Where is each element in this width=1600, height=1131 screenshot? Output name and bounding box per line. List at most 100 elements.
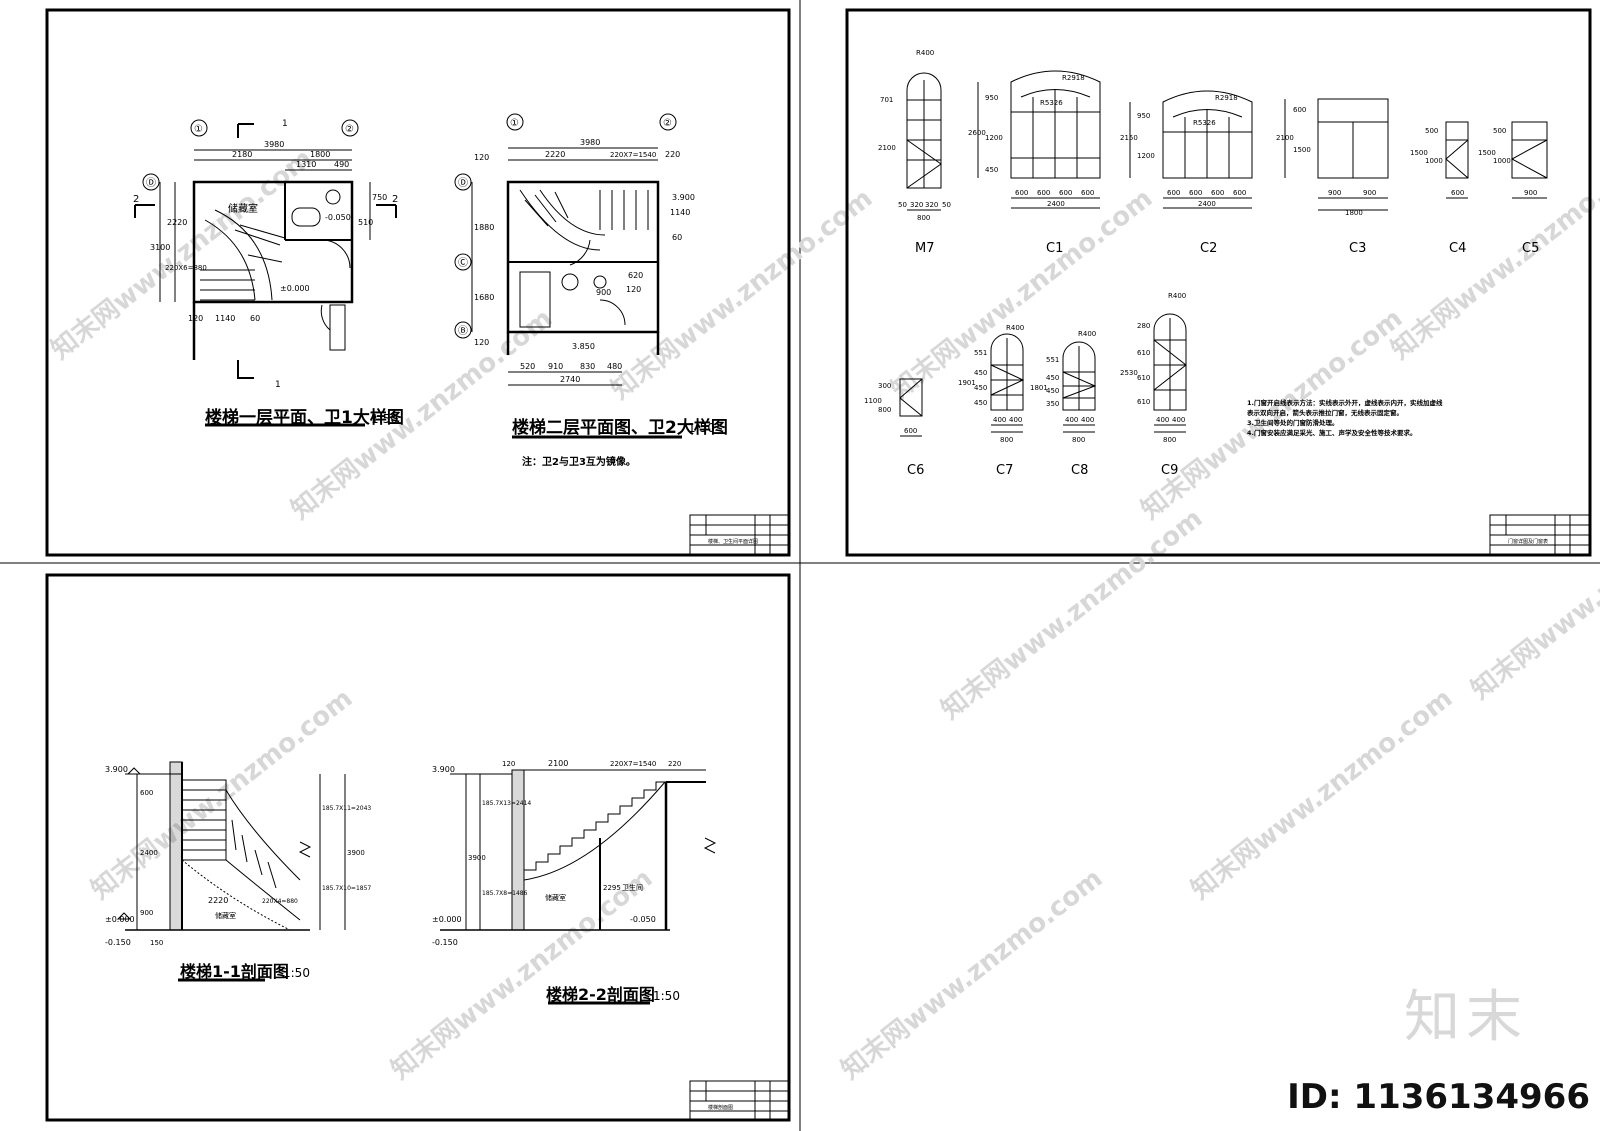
- c1-dim-600b: 600: [1037, 189, 1050, 197]
- section-2-dim-220: 220: [668, 760, 681, 768]
- c2-dim-600a: 600: [1167, 189, 1180, 197]
- section-2-dim-2295: 2295: [603, 884, 621, 892]
- m7-label: M7: [915, 241, 935, 256]
- m7-dim-2100: 2100: [878, 144, 896, 152]
- plan-1-section-mark-d: 2: [392, 194, 398, 205]
- section-1-title: 楼梯1-1剖面图: [180, 962, 289, 981]
- plan-2-dim-1880: 1880: [474, 223, 494, 232]
- section-2-level-wc: -0.050: [630, 915, 656, 924]
- c7-dim-r400: R400: [1006, 324, 1024, 332]
- c3-dim-900a: 900: [1328, 189, 1341, 197]
- section-2-dim-120: 120: [502, 760, 515, 768]
- plan-2-dim-1680: 1680: [474, 293, 494, 302]
- sheet-2-door-window-details: [845, 8, 1592, 557]
- plan-2-title: 楼梯二层平面图、卫2大样图: [512, 417, 728, 438]
- c6-dim-800: 800: [878, 406, 891, 414]
- c8-dim-800: 800: [1072, 436, 1085, 444]
- c7-dim-1901: 1901: [958, 379, 976, 387]
- c8-dim-400b: 400: [1081, 416, 1094, 424]
- sheet-3-frame: [45, 573, 791, 1122]
- plan-2-axis-1: ①: [510, 118, 519, 129]
- section-1-dim-600: 600: [140, 789, 153, 797]
- m7-dim-50a: 50: [898, 201, 907, 209]
- plan-2-dim-480: 480: [607, 362, 622, 371]
- plan-2-dim-120-b: 120: [474, 338, 489, 347]
- section-1-dim-2043: 185.7X11=2043: [322, 805, 371, 812]
- section-1-room: 储藏室: [215, 911, 236, 920]
- plan-1-dim-1140: 1140: [215, 314, 235, 323]
- m7-dim-50b: 50: [942, 201, 951, 209]
- plan-2-axis-c: Ⓒ: [458, 257, 468, 269]
- watermark-text: 知末网www.znzmo.com: [1466, 483, 1600, 705]
- c7-label: C7: [996, 463, 1013, 478]
- plan-2-dim-520: 520: [520, 362, 535, 371]
- plan-1-axis-1: ①: [194, 124, 203, 135]
- m7-dim-701: 701: [880, 96, 893, 104]
- c9-dim-800: 800: [1163, 436, 1176, 444]
- watermark-text: 知末网www.znzmo.com: [606, 183, 878, 405]
- c2-dim-600d: 600: [1233, 189, 1246, 197]
- m7-dim-800: 800: [917, 214, 930, 222]
- title-block-3: [689, 1080, 790, 1121]
- c3-dim-600: 600: [1293, 106, 1306, 114]
- title-block-2: [1489, 514, 1591, 556]
- c8-elevation: [1062, 341, 1097, 433]
- plan-1-dim-750: 750: [372, 193, 387, 202]
- c9-dim-r400: R400: [1168, 292, 1186, 300]
- c9-dim-400b: 400: [1172, 416, 1185, 424]
- c2-dim-r5326: R5326: [1193, 119, 1216, 127]
- plan-1-dim-2220: 2220: [167, 218, 187, 227]
- section-1-dim-880: 220X4=880: [262, 898, 298, 905]
- plan-1-level-b: ±0.000: [280, 284, 310, 293]
- note-line-4: 4.门窗安装应满足采光、施工、声学及安全性等技术要求。: [1247, 428, 1417, 437]
- c8-dim-450b: 450: [1046, 387, 1059, 395]
- c5-dim-1500: 1500: [1478, 149, 1496, 157]
- plan-2-drawing: [454, 113, 682, 439]
- plan-2-dim-910: 910: [548, 362, 563, 371]
- c3-dim-1500: 1500: [1293, 146, 1311, 154]
- plan-2-dim-900: 900: [596, 288, 611, 297]
- section-2-scale: 1:50: [653, 989, 680, 1003]
- section-2-title: 楼梯2-2剖面图: [546, 985, 655, 1004]
- title-block-2-caption: 门窗详图及门窗表: [1508, 538, 1548, 545]
- section-1-level-base: -0.150: [105, 938, 131, 947]
- c7-dim-450c: 450: [974, 399, 987, 407]
- c9-dim-2530: 2530: [1120, 369, 1138, 377]
- c8-dim-450a: 450: [1046, 374, 1059, 382]
- c6-dim-600: 600: [904, 427, 917, 435]
- c2-dim-r2918: R2918: [1215, 94, 1238, 102]
- c5-elevation: [1510, 121, 1548, 199]
- sheet-2-frame: [845, 8, 1592, 557]
- plan-1-title: 楼梯一层平面、卫1大样图: [205, 407, 404, 428]
- c1-dim-600c: 600: [1059, 189, 1072, 197]
- sheet-1-frame: [45, 8, 791, 557]
- plan-1-dim-3100: 3100: [150, 243, 170, 252]
- c7-dim-551: 551: [974, 349, 987, 357]
- c1-dim-600a: 600: [1015, 189, 1028, 197]
- plan-1-level-a: -0.050: [325, 213, 351, 222]
- title-block-1-caption: 楼梯、卫生间平面详图: [708, 538, 758, 545]
- section-1-dim-900: 900: [140, 909, 153, 917]
- plan-1-section-mark-b: 2: [133, 194, 139, 205]
- c1-dim-r5326: R5326: [1040, 99, 1063, 107]
- section-2-level-top: 3.900: [432, 765, 455, 774]
- plan-2-dim-120-a: 120: [474, 153, 489, 162]
- c2-label: C2: [1200, 241, 1217, 256]
- c1-dim-950: 950: [985, 94, 998, 102]
- plan-1-section-mark-c: 1: [275, 380, 281, 390]
- watermark-layer: 知末网www.znzmo.com知末网www.znzmo.com知末网www.z…: [46, 143, 1600, 1085]
- c8-dim-r400: R400: [1078, 330, 1096, 338]
- section-1-dim-3900: 3900: [347, 849, 365, 857]
- c6-dim-1100: 1100: [864, 397, 882, 405]
- section-1-dim-1857: 185.7X10=1857: [322, 885, 371, 892]
- plan-2-dim-1140: 1140: [670, 208, 690, 217]
- c2-dim-1200: 1200: [1137, 152, 1155, 160]
- plan-1-scale: 1:50: [371, 412, 398, 426]
- sheet-3-stair-sections: [45, 573, 791, 1122]
- c3-dim-900b: 900: [1363, 189, 1376, 197]
- c5-dim-500: 500: [1493, 127, 1506, 135]
- plan-2-level-lower: 3.850: [572, 342, 595, 351]
- plan-2-dim-620: 620: [628, 271, 643, 280]
- title-block-3-caption: 楼梯剖面图: [708, 1104, 733, 1111]
- c1-elevation: [977, 70, 1101, 209]
